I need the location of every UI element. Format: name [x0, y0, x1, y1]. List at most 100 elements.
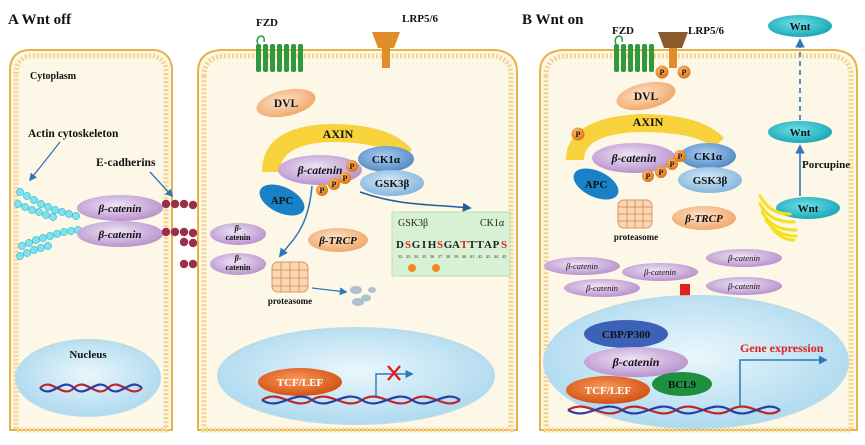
sequence-number: 38 — [446, 254, 451, 259]
actin-label: Actin cytoskeleton — [28, 128, 119, 140]
bcat-small-1 — [210, 223, 266, 245]
transcription-arrow — [739, 355, 828, 406]
dvl-b — [616, 81, 676, 111]
panel-b-title: B Wnt on — [522, 12, 584, 28]
sequence-number: 36 — [430, 254, 435, 259]
dna-b — [567, 405, 781, 415]
gene-expression-label: Gene expression — [740, 341, 824, 355]
left-nucleus — [15, 339, 161, 417]
wnt-ligand-low — [776, 197, 840, 219]
cbp-label: CBP/P300 — [602, 329, 651, 341]
sequence-letter: G — [444, 239, 453, 251]
p-label-b1: P — [646, 172, 651, 181]
sequence-letter: P — [493, 239, 500, 251]
p-label-a2: P — [332, 180, 337, 189]
sequence-number: 45 — [502, 254, 507, 259]
fzd-label-a: FZD — [256, 17, 278, 29]
p-label-lrp-2: P — [682, 68, 687, 77]
p-label-axin: P — [576, 130, 581, 139]
bcat-nuclear — [584, 347, 688, 377]
p-label-a3: P — [343, 174, 348, 183]
actin-arrow — [29, 141, 61, 182]
sequence-letter: S — [437, 239, 443, 251]
gsk-label-b: GSK3β — [693, 175, 728, 187]
dna-a — [261, 395, 461, 405]
gsk-b — [678, 167, 742, 193]
bcat-complex-b — [592, 143, 676, 173]
sequence-number: 34 — [414, 254, 419, 259]
phospho-site-arrow — [359, 191, 472, 212]
sequence-number: 35 — [422, 254, 427, 259]
proteasome-label-a: proteasome — [268, 296, 312, 306]
free-bcat-b — [544, 249, 782, 297]
free-bcat-label-2: β-catenin — [643, 267, 676, 277]
bcl9 — [652, 372, 712, 396]
sequence-number: 43 — [486, 254, 491, 259]
bcat-small-2 — [210, 253, 266, 275]
apc-a — [259, 184, 305, 216]
sequence-number: 33 — [406, 254, 411, 259]
bcat-junction-1-label: β-catenin — [98, 203, 142, 215]
sequence-number: 40 — [462, 254, 467, 259]
sequence-letter: G — [412, 239, 421, 251]
p-label-a4: P — [350, 162, 355, 171]
p-label-b3: P — [670, 160, 675, 169]
phospho-group-b — [642, 150, 686, 182]
nucleus-a — [217, 327, 495, 425]
axin-a — [262, 124, 412, 172]
nucleus-label: Nucleus — [69, 349, 107, 361]
sequence-letter: A — [452, 239, 460, 251]
actin-filaments — [14, 188, 82, 260]
wnt-label-top: Wnt — [790, 21, 811, 33]
sequence-letter: A — [484, 239, 492, 251]
lrp-label-a: LRP5/6 — [402, 13, 439, 25]
tcf-label-b: TCF/LEF — [585, 385, 632, 397]
bcat-junction-2 — [77, 221, 163, 247]
p-label-a1: P — [320, 186, 325, 195]
lrp-receptor-a — [372, 32, 400, 68]
p-label-b2: P — [659, 168, 664, 177]
ck1-label-a: CK1α — [372, 154, 401, 166]
bcat-small-2-l2: catenin — [226, 263, 251, 272]
cbp-p300 — [584, 320, 668, 348]
free-bcat-label-4: β-catenin — [585, 283, 618, 293]
sequence-letter: S — [501, 239, 507, 251]
fzd-receptor-a — [256, 35, 303, 72]
btrcp-b — [672, 206, 736, 230]
sequence-number: 41 — [470, 254, 475, 259]
fzd-receptor-b — [614, 35, 654, 72]
lrp-receptor-b — [655, 32, 691, 79]
ecad-label: E-cadherins — [96, 157, 156, 169]
proteasome-a — [271, 261, 309, 293]
inset-ck1-label: CK1α — [480, 218, 505, 229]
axin-b — [566, 114, 724, 160]
sequence-number: 37 — [438, 254, 443, 259]
wnt-ligand-top — [768, 15, 832, 37]
sequence-letter: T — [460, 239, 468, 251]
free-bcat-label-1: β-catenin — [565, 261, 598, 271]
sequence-number: 39 — [454, 254, 459, 259]
bcl9-label: BCL9 — [668, 379, 697, 391]
ck1-b — [680, 143, 736, 169]
sequence-number: 42 — [478, 254, 483, 259]
degradation-arrow — [278, 185, 313, 258]
bcat-complex-b-label: β-catenin — [611, 153, 657, 165]
ck1-label-b: CK1α — [694, 151, 723, 163]
ecad-arrow — [149, 171, 174, 198]
gsk-a — [360, 170, 424, 196]
sequence-number: 32 — [398, 254, 403, 259]
btrcp-label-b: β-TRCP — [684, 213, 723, 225]
dvl-a — [256, 88, 316, 118]
btrcp-label-a: β-TRCP — [318, 235, 357, 247]
sequence-letter: T — [476, 239, 484, 251]
bcat-nuclear-label: β-catenin — [612, 355, 660, 369]
degraded-fragments — [350, 286, 376, 306]
proteasome-b — [617, 199, 653, 229]
proteasome-label-b: proteasome — [614, 232, 658, 242]
p-label-b4: P — [678, 152, 683, 161]
bcat-small-2-l1: β- — [234, 254, 242, 263]
axin-label-b: AXIN — [633, 115, 664, 129]
